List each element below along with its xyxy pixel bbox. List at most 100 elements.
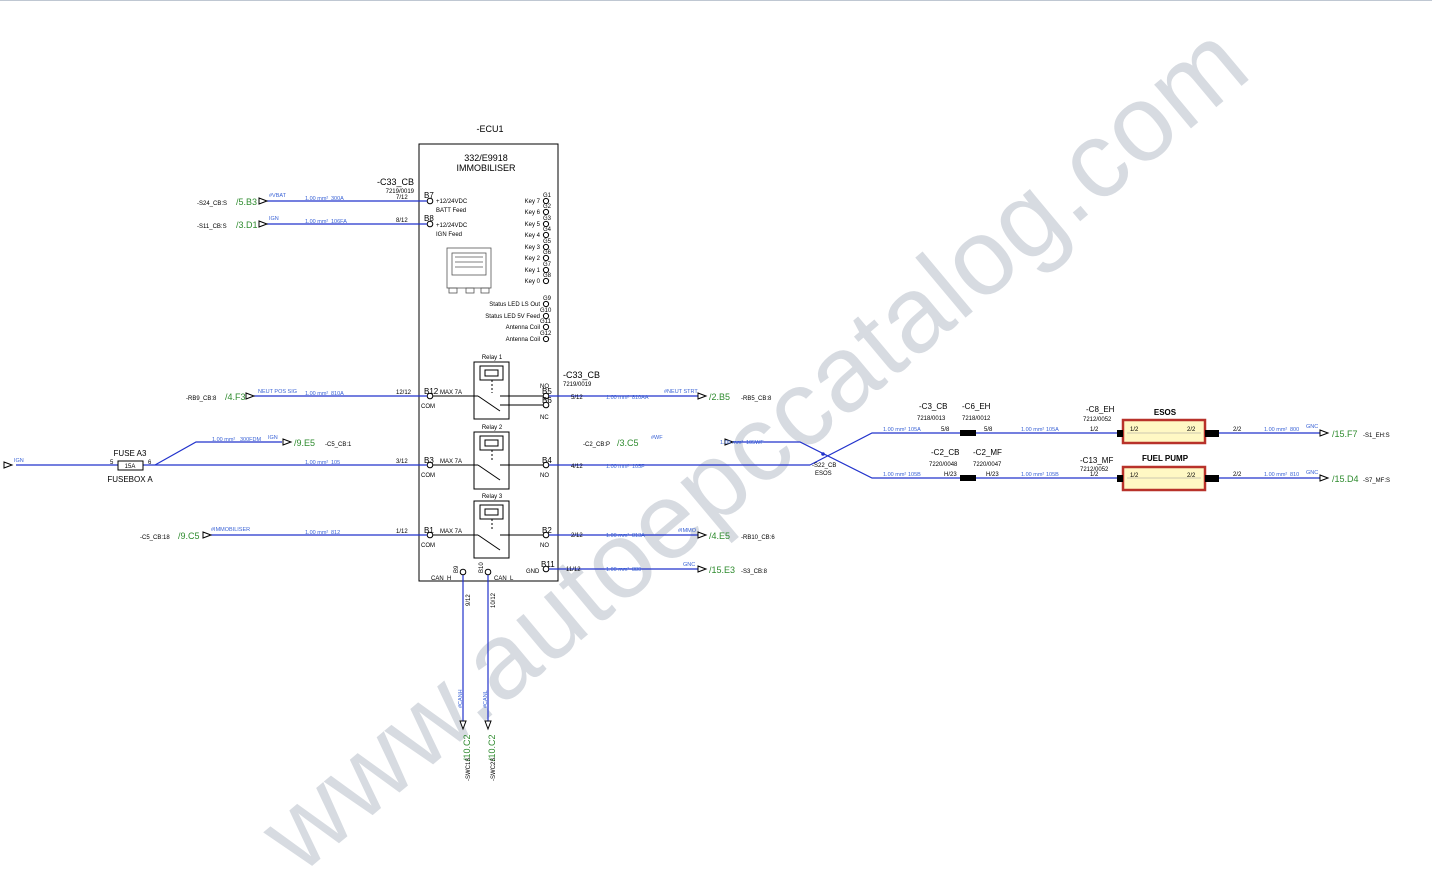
svg-text:1/2: 1/2 [1090, 427, 1099, 433]
svg-text:FUSEBOX A: FUSEBOX A [107, 475, 153, 484]
svg-text:G8: G8 [543, 273, 552, 279]
pin-b8 [426, 220, 434, 228]
svg-text:1.00 mm²: 1.00 mm² [883, 472, 906, 478]
svg-text:B12: B12 [424, 387, 439, 396]
svg-text:G1: G1 [543, 193, 552, 199]
svg-text:H/23: H/23 [986, 472, 999, 478]
svg-text:/4.F3: /4.F3 [225, 392, 246, 402]
svg-text:1.00 mm²: 1.00 mm² [305, 219, 328, 225]
connector-icon [446, 247, 492, 294]
svg-text:1.00 mm²: 1.00 mm² [606, 464, 629, 470]
svg-text:GNC: GNC [1306, 424, 1318, 430]
svg-text:1.00 mm²: 1.00 mm² [1264, 472, 1287, 478]
left-wires: #VBAT /5.B3 -S24_CB:S IGN /3.D1 -S11_CB:… [3, 193, 427, 541]
svg-text:COM: COM [421, 543, 435, 549]
svg-text:105: 105 [331, 460, 340, 466]
svg-text:B3: B3 [424, 456, 434, 465]
svg-text:Relay 3: Relay 3 [482, 494, 503, 500]
svg-text:-S11_CB:S: -S11_CB:S [197, 224, 227, 230]
svg-text:MAX 7A: MAX 7A [440, 529, 462, 535]
relay-3: Relay 3 MAX 7A [430, 494, 546, 559]
svg-text:Relay 1: Relay 1 [482, 355, 503, 361]
svg-text:GNC: GNC [1306, 470, 1318, 476]
svg-text:7/12: 7/12 [396, 195, 408, 201]
svg-text:-S1_EH:S: -S1_EH:S [1363, 433, 1390, 439]
svg-text:-C2_MF: -C2_MF [973, 448, 1002, 457]
svg-text:5/12: 5/12 [571, 395, 583, 401]
svg-text:NO: NO [540, 543, 549, 549]
svg-text:/9.E5: /9.E5 [294, 438, 315, 448]
svg-text:2/2: 2/2 [1187, 427, 1196, 433]
svg-text:-RB10_CB:6: -RB10_CB:6 [741, 535, 775, 541]
svg-text:105WF: 105WF [746, 440, 764, 446]
svg-text:2/2: 2/2 [1187, 473, 1196, 479]
svg-text:G12: G12 [540, 331, 552, 337]
svg-text:B2: B2 [542, 526, 552, 535]
svg-text:Antenna Coil: Antenna Coil [506, 337, 540, 343]
svg-text:/5.B3: /5.B3 [236, 197, 257, 207]
svg-text:1/2: 1/2 [1130, 427, 1139, 433]
svg-text:9/12: 9/12 [466, 594, 472, 606]
svg-text:G4: G4 [543, 227, 552, 233]
svg-text:-S3_CB:8: -S3_CB:8 [741, 569, 768, 575]
svg-text:/3.C5: /3.C5 [617, 438, 639, 448]
svg-text:-C2_CB: -C2_CB [931, 448, 959, 457]
svg-text:1.00 mm²: 1.00 mm² [305, 391, 328, 397]
svg-text:11/12: 11/12 [566, 567, 581, 573]
svg-text:G6: G6 [543, 250, 552, 256]
ecu-ref: -ECU1 [476, 124, 503, 134]
svg-text:#CANL: #CANL [483, 690, 489, 708]
svg-text:1.00 mm²: 1.00 mm² [606, 395, 629, 401]
svg-text:810A: 810A [331, 391, 344, 397]
svg-text:1.00 mm²: 1.00 mm² [883, 427, 906, 433]
svg-text:NO: NO [540, 384, 549, 390]
can-wires: 9/12 10/12 #CANH #CANL /10.C2 /10.C2 -SW… [458, 575, 497, 781]
svg-text:#NEUT STRT: #NEUT STRT [664, 389, 698, 395]
batt-feed-label: +12/24VDC [436, 199, 468, 205]
svg-text:IGN: IGN [14, 458, 24, 464]
svg-text:/3.D1: /3.D1 [236, 220, 258, 230]
svg-text:-C13_MF: -C13_MF [1080, 456, 1113, 465]
svg-text:B5: B5 [542, 387, 552, 396]
svg-text:B1: B1 [424, 526, 434, 535]
svg-text:-S22_CB: -S22_CB [812, 463, 836, 469]
svg-text:1/12: 1/12 [396, 529, 408, 535]
svg-text:Antenna Coil: Antenna Coil [506, 325, 540, 331]
svg-text:105B: 105B [908, 472, 921, 478]
svg-text:105A: 105A [1046, 427, 1059, 433]
svg-text:G11: G11 [540, 319, 552, 325]
svg-text:GND: GND [526, 569, 540, 575]
svg-text:/10.C2: /10.C2 [487, 734, 497, 761]
right-wires: #NEUT STRT /2.B5 -RB5_CB:8 #WF /3.C5 -C2… [549, 389, 962, 575]
svg-text:810AA: 810AA [632, 395, 649, 401]
fuse-a3: 15A FUSE A3 FUSEBOX A 5 6 [107, 449, 153, 484]
svg-text:GNC: GNC [683, 562, 695, 568]
ecu-name: IMMOBILISER [456, 163, 516, 173]
svg-text:12/12: 12/12 [396, 390, 412, 396]
batt-feed-sub: BATT Feed [436, 208, 466, 214]
svg-text:4/12: 4/12 [571, 464, 583, 470]
svg-text:6: 6 [148, 460, 152, 466]
svg-text:106FA: 106FA [331, 219, 347, 225]
key-7-label: Key 7 [525, 199, 541, 205]
svg-text:IGN: IGN [269, 216, 279, 222]
fuel-pump-load: FUEL PUMP 1/2 2/2 [1117, 454, 1219, 492]
svg-text:1.00 mm²: 1.00 mm² [1021, 427, 1044, 433]
ecu-connector-part-right: 7219/0019 [563, 382, 592, 388]
svg-text:-SWC2S: -SWC2S [491, 758, 497, 781]
key-1-label: Key 1 [525, 268, 541, 274]
svg-text:NC: NC [540, 415, 549, 421]
svg-text:-RB9_CB:8: -RB9_CB:8 [186, 396, 217, 402]
svg-text:Status LED LS Out: Status LED LS Out [489, 302, 540, 308]
svg-text:Status LED 5V Feed: Status LED 5V Feed [485, 314, 540, 320]
svg-text:CAN_H: CAN_H [431, 576, 451, 582]
svg-text:#WF: #WF [651, 435, 663, 441]
svg-text:800: 800 [1290, 427, 1299, 433]
ign-feed-sub: IGN Feed [436, 232, 462, 238]
output-circuits: -C3_CB 7218/0013 -C6_EH 7218/0012 -C2_CB… [883, 402, 1390, 492]
svg-text:5/8: 5/8 [984, 427, 993, 433]
svg-text:8/12: 8/12 [396, 218, 408, 224]
